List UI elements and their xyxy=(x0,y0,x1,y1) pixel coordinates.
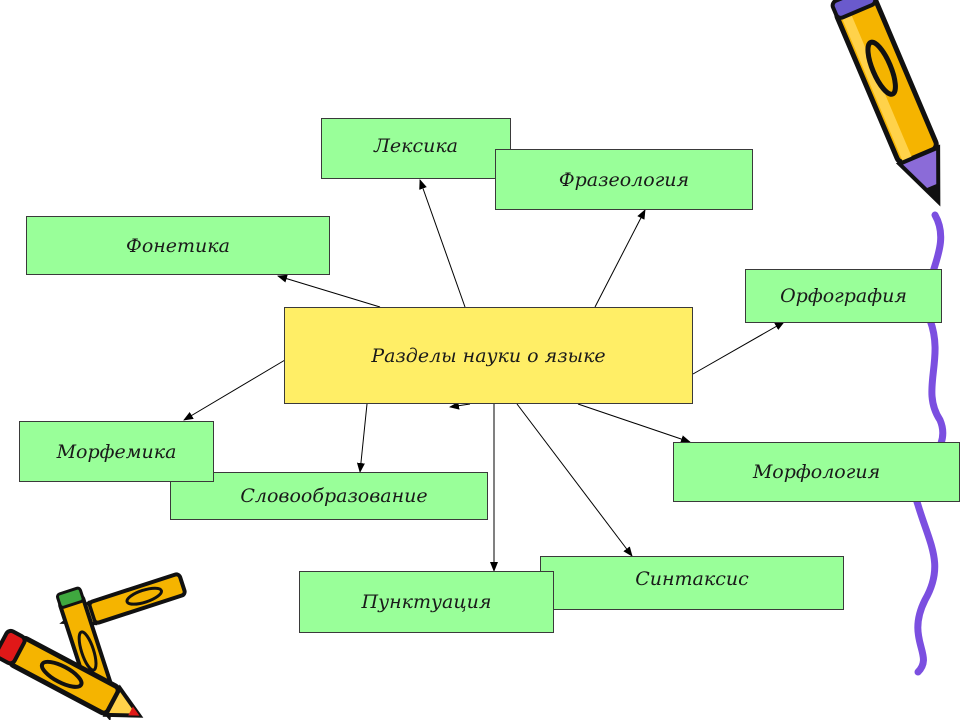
node-leksika: Лексика xyxy=(321,118,511,179)
arrow-to-sintaksis xyxy=(516,403,633,557)
arrow-to-fonetika xyxy=(277,274,381,308)
node-punktuatsiya: Пунктуация xyxy=(299,571,554,633)
node-fonetika: Фонетика xyxy=(26,216,330,275)
arrow-to-morfologiya xyxy=(577,403,691,443)
arrow-to-orfografiya xyxy=(692,321,785,375)
node-morfologiya: Морфология xyxy=(673,442,960,502)
node-morfemika: Морфемика xyxy=(19,421,214,482)
arrow-to-leksika xyxy=(419,179,466,308)
node-sintaksis: Синтаксис xyxy=(540,556,844,610)
node-center: Разделы науки о языке xyxy=(284,307,693,404)
node-orfografiya: Орфография xyxy=(745,269,942,323)
arrow-to-center-bottom xyxy=(449,401,471,410)
arrow-to-morfemika xyxy=(183,359,286,421)
node-frazeologiya: Фразеология xyxy=(495,149,753,210)
node-slovoobrazovanie: Словообразование xyxy=(170,472,488,520)
arrow-to-frazeologiya xyxy=(594,209,646,308)
arrow-to-slovoobrazovanie xyxy=(356,403,368,473)
